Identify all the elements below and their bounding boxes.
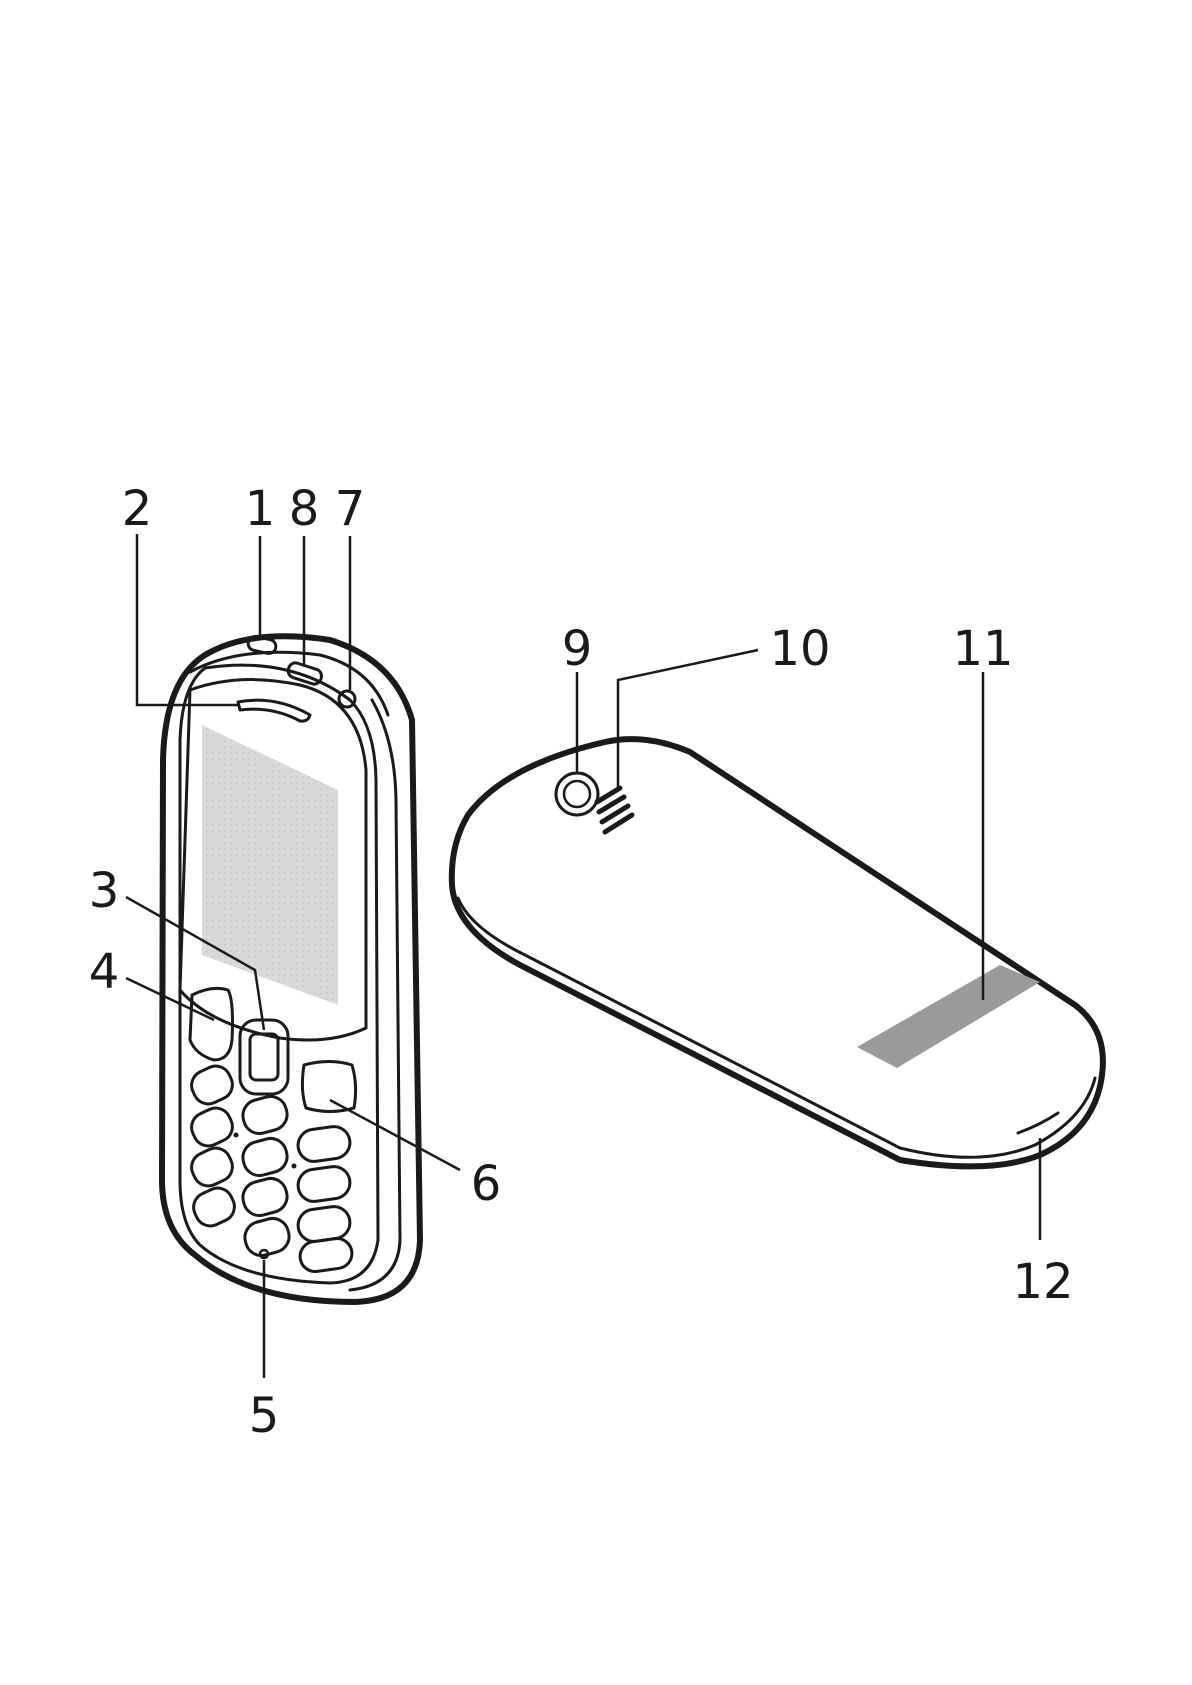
callout-4: 4 bbox=[89, 944, 120, 1000]
key bbox=[189, 1183, 240, 1231]
callout-11: 11 bbox=[952, 621, 1013, 677]
callout-10: 10 bbox=[769, 621, 830, 677]
camera-lens bbox=[564, 781, 590, 807]
callout-6: 6 bbox=[471, 1156, 502, 1212]
camera-ring bbox=[556, 773, 598, 815]
leader-4 bbox=[126, 978, 214, 1020]
key bbox=[187, 1103, 238, 1151]
key bbox=[239, 1135, 290, 1179]
callout-5: 5 bbox=[249, 1388, 280, 1444]
back-cover-slot bbox=[1018, 1113, 1058, 1133]
back-lower-edge bbox=[458, 898, 1095, 1157]
leader-2 bbox=[137, 534, 238, 705]
phone-back bbox=[452, 739, 1103, 1166]
callout-7: 7 bbox=[335, 481, 366, 537]
key bbox=[239, 1175, 290, 1219]
keypad-dot bbox=[234, 1133, 239, 1138]
callout-9: 9 bbox=[562, 621, 593, 677]
key bbox=[296, 1165, 352, 1204]
callout-1: 1 bbox=[245, 481, 276, 537]
keypad-dot bbox=[292, 1164, 297, 1169]
callout-12: 12 bbox=[1012, 1254, 1073, 1310]
key bbox=[296, 1125, 352, 1164]
earpiece-slot bbox=[238, 700, 310, 721]
leader-10 bbox=[618, 650, 758, 790]
display-screen bbox=[202, 725, 338, 1005]
key bbox=[296, 1205, 352, 1244]
label-area bbox=[857, 965, 1040, 1068]
key bbox=[187, 1061, 238, 1109]
left-selection-key bbox=[190, 988, 233, 1060]
callout-3: 3 bbox=[89, 863, 120, 919]
callout-8: 8 bbox=[289, 481, 320, 537]
loudspeaker-grille bbox=[597, 788, 632, 832]
nav-key-inner bbox=[250, 1034, 278, 1080]
key bbox=[298, 1237, 354, 1274]
back-body-outline bbox=[452, 739, 1103, 1166]
callout-2: 2 bbox=[122, 481, 153, 537]
call-key bbox=[302, 1062, 355, 1112]
key bbox=[187, 1143, 238, 1191]
key bbox=[239, 1093, 290, 1137]
phone-front bbox=[162, 635, 420, 1302]
